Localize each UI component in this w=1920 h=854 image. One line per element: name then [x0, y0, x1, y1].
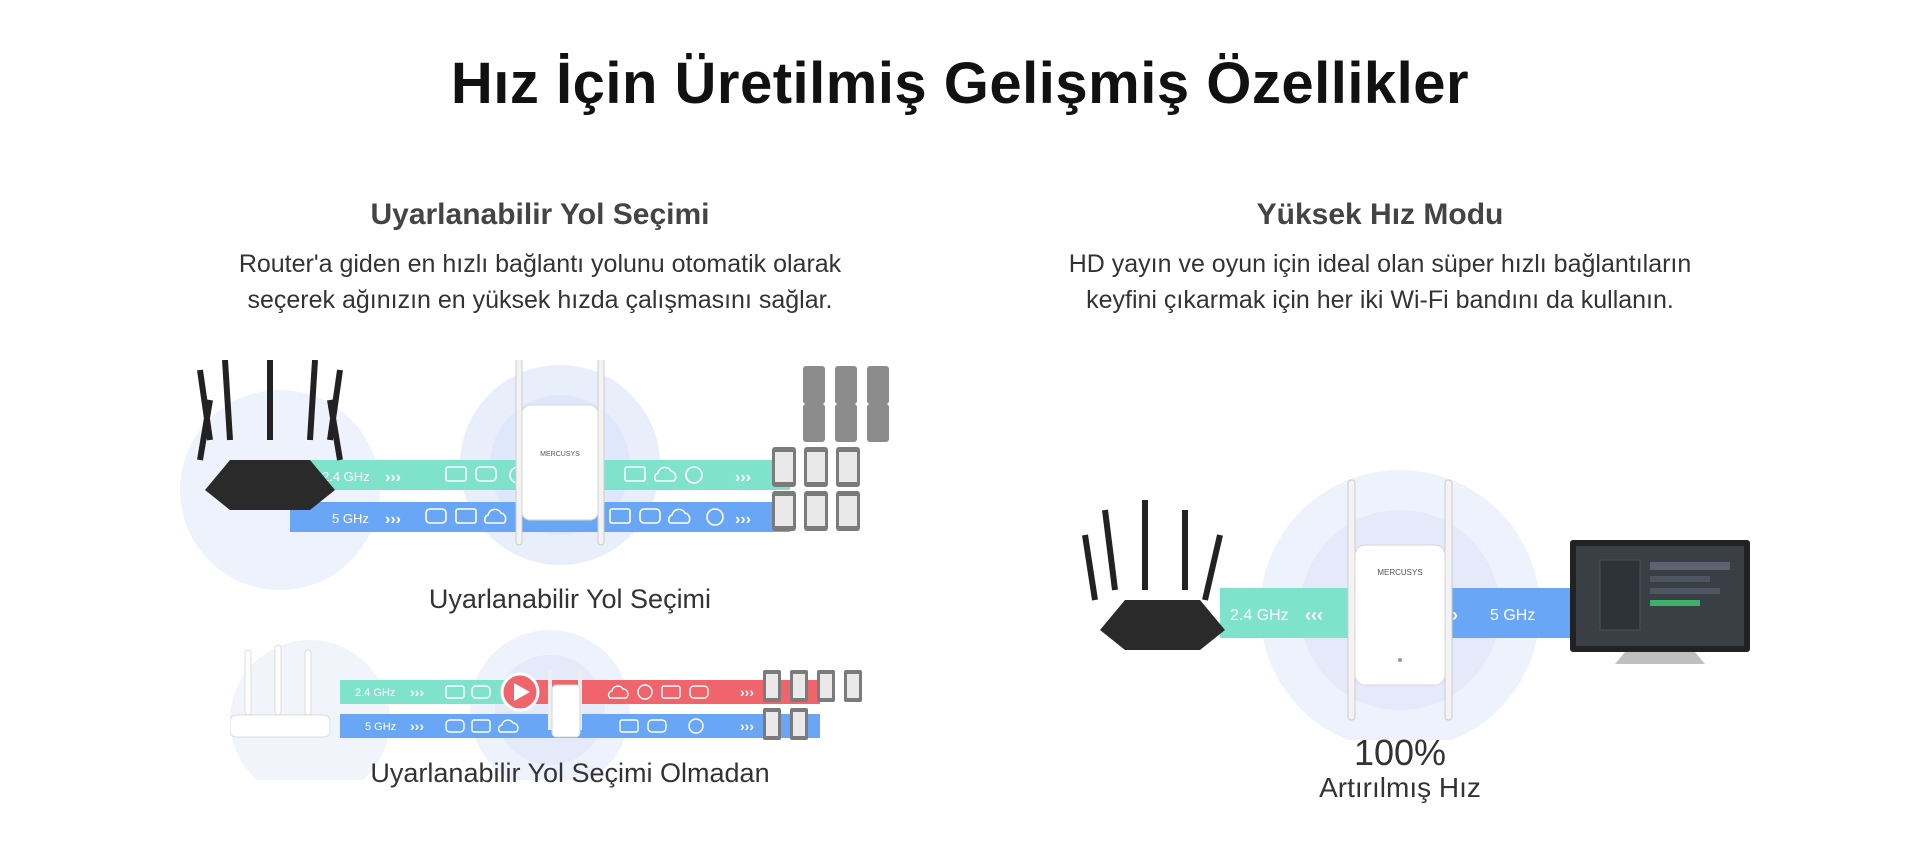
chevrons-icon: ›››: [385, 511, 401, 528]
cloud-icon: [653, 466, 677, 482]
extender-brand: MERCUSYS: [1377, 568, 1422, 577]
left-heading: Uyarlanabilir Yol Seçimi: [370, 198, 710, 231]
left-description: Router'a giden en hızlı bağlantı yolunu …: [140, 246, 940, 318]
gamepad-icon: [425, 508, 447, 524]
high-speed-diagram: 2.4 GHz ‹‹‹ ››› 5 GHz MERCUSYS: [1082, 470, 1750, 740]
phone-icon: [803, 366, 825, 404]
phone-icon: [803, 404, 825, 442]
video-icon: [445, 466, 467, 482]
left-description-line2: seçerek ağınızın en yüksek hızda çalışma…: [247, 286, 833, 314]
mail-icon: [471, 719, 491, 733]
phone-icon: [867, 404, 889, 442]
chevrons-icon: ›››: [740, 718, 754, 734]
band-5-label: 5 GHz: [1490, 607, 1535, 624]
chevrons-icon: ›››: [385, 469, 401, 486]
without-adaptive-diagram: 2.4 GHz 5 GHz ››› ››› ››› ›››: [230, 630, 862, 780]
router-icon: [197, 360, 343, 510]
extender-brand: MERCUSYS: [540, 451, 580, 458]
video-icon: [609, 508, 631, 524]
gamepad-icon: [639, 508, 661, 524]
chevrons-left-icon: ‹‹‹: [1305, 605, 1323, 625]
band-5-label: 5 GHz: [332, 511, 369, 526]
without-adaptive-label: Uyarlanabilir Yol Seçimi Olmadan: [370, 758, 770, 788]
chevrons-icon: ›››: [740, 684, 754, 700]
phones-bottom-row: [772, 491, 860, 531]
mail-icon: [624, 466, 646, 482]
page-title: Hız İçin Üretilmiş Gelişmiş Özellikler: [450, 51, 1470, 116]
chevrons-icon: ›››: [735, 511, 751, 528]
phone-group: [772, 447, 860, 531]
cloud-icon: [607, 685, 629, 699]
chevrons-icon: ›››: [735, 469, 751, 486]
video-icon: [661, 685, 681, 699]
speed-percent-label: Artırılmış Hız: [1319, 772, 1481, 803]
phones-top-row: [772, 447, 860, 487]
play-icon: [685, 466, 703, 484]
cloud-icon: [667, 508, 691, 524]
gamepad-icon: [445, 719, 465, 733]
video-icon: [445, 685, 465, 699]
cloud-icon: [497, 719, 519, 733]
gamepad-icon: [475, 466, 497, 482]
band-24-label: 2.4 GHz: [1230, 607, 1289, 624]
gamepad-icon: [647, 719, 667, 733]
mail-icon: [455, 508, 477, 524]
right-description-line1: HD yayın ve oyun için ideal olan süper h…: [1068, 250, 1692, 278]
with-adaptive-label: Uyarlanabilir Yol Seçimi: [428, 584, 712, 614]
band-24-label: 2.4 GHz: [355, 687, 395, 699]
right-heading: Yüksek Hız Modu: [1256, 198, 1504, 231]
band-5-label: 5 GHz: [365, 721, 396, 733]
phone-icon: [835, 366, 857, 404]
speed-percent: 100%: [1353, 732, 1447, 773]
chevrons-icon: ›››: [410, 684, 424, 700]
adaptive-path-diagram: 2.4 GHz 5 GHz ››› ››› ››› ››› MER: [180, 360, 889, 590]
phone-icon: [867, 366, 889, 404]
chevrons-icon: ›››: [410, 718, 424, 734]
play-icon: [706, 508, 724, 526]
gamepad-icon: [689, 685, 709, 699]
cloud-icon: [483, 508, 507, 524]
play-icon: [637, 684, 653, 700]
white-extender-device: [548, 670, 582, 738]
right-description-line2: keyfini çıkarmak için her iki Wi-Fi band…: [1086, 286, 1674, 314]
left-description-line1: Router'a giden en hızlı bağlantı yolunu …: [238, 250, 842, 278]
router-icon: [1082, 500, 1225, 650]
play-icon: [688, 718, 704, 734]
band-24-label: 2.4 GHz: [322, 469, 370, 484]
right-description: HD yayın ve oyun için ideal olan süper h…: [980, 246, 1780, 318]
tv-icon: [1570, 540, 1750, 664]
video-icon: [619, 719, 639, 733]
phone-icon: [835, 404, 857, 442]
extender-device: MERCUSYS: [1347, 479, 1453, 721]
gamepad-icon: [471, 685, 491, 699]
white-router-icon: [230, 644, 331, 738]
extender-device: MERCUSYS: [515, 360, 605, 546]
